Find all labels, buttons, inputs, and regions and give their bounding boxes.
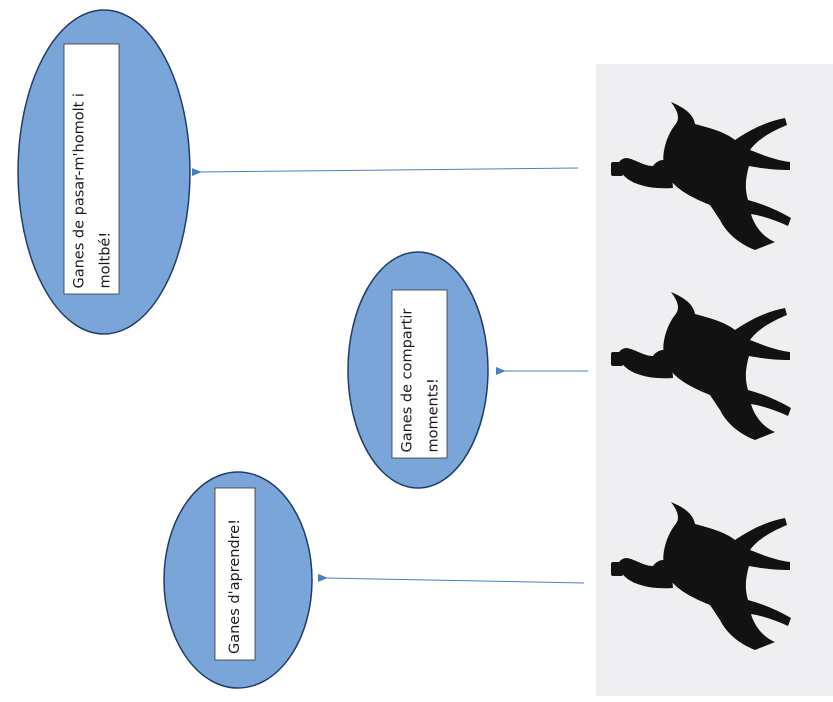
wish-label-box-1 (63, 43, 120, 295)
wish-label-box-3 (214, 487, 256, 661)
wish-label-box-2 (391, 289, 448, 459)
kings-on-camels-silhouette (596, 64, 833, 696)
wish-text-3: Ganes d'aprendre! (227, 518, 243, 654)
arrow-1 (191, 167, 579, 177)
arrow-3 (317, 573, 585, 584)
wish-text-2: Ganes de compartir moments! (398, 308, 441, 452)
wish-text-1: Ganes de pasar-m'homolt i moltbé! (70, 92, 113, 288)
